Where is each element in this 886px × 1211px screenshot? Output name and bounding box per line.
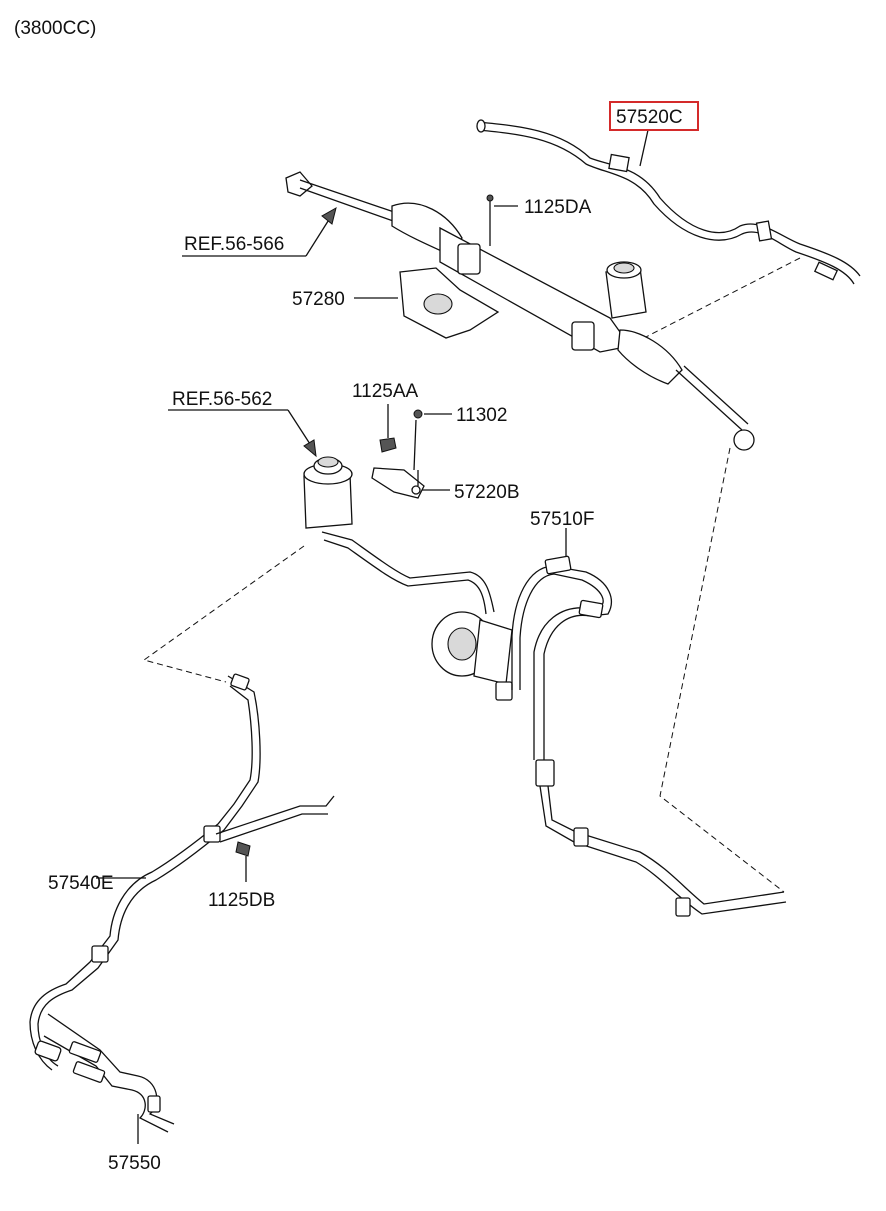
return-hose-57520c[interactable] [476,119,861,341]
label-1125db[interactable]: 1125DB [208,890,275,911]
label-57280[interactable]: 57280 [292,289,345,310]
steering-gear-assembly [285,171,755,451]
bolt-11302[interactable] [413,409,452,471]
label-1125aa[interactable]: 1125AA [352,381,419,402]
heat-protector-57280[interactable] [354,267,500,339]
ref-56-566-leader [182,206,337,257]
label-leaders [417,129,649,486]
bracket-57220b[interactable] [371,467,450,499]
ref-leader-dashed [142,545,305,683]
label-ref-56-562[interactable]: REF.56-562 [172,389,272,410]
label-11302[interactable]: 11302 [456,405,507,426]
cooler-tube-57540e[interactable] [29,673,335,1071]
bolt-1125da[interactable] [486,194,518,246]
bolt-1125db[interactable] [235,841,251,882]
bolt-1125aa[interactable] [379,404,397,453]
label-57220b[interactable]: 57220B [454,482,520,503]
label-57550[interactable]: 57550 [108,1153,161,1174]
engine-label: (3800CC) [14,18,96,39]
label-57520c[interactable]: 57520C [616,107,683,128]
suction-hose [321,531,495,615]
label-1125da[interactable]: 1125DA [524,197,592,218]
label-57510f[interactable]: 57510F [530,509,594,530]
return-leader-dashed [659,447,785,893]
power-steering-pump [431,611,513,701]
pressure-hose-57510f[interactable] [511,528,787,917]
label-57540e[interactable]: 57540E [48,873,114,894]
label-ref-56-566[interactable]: REF.56-566 [184,234,284,255]
ref-56-562-leader [168,409,317,458]
pump-reservoir [303,456,353,529]
cooler-57550[interactable] [34,1013,175,1144]
highlight-box [609,101,699,131]
